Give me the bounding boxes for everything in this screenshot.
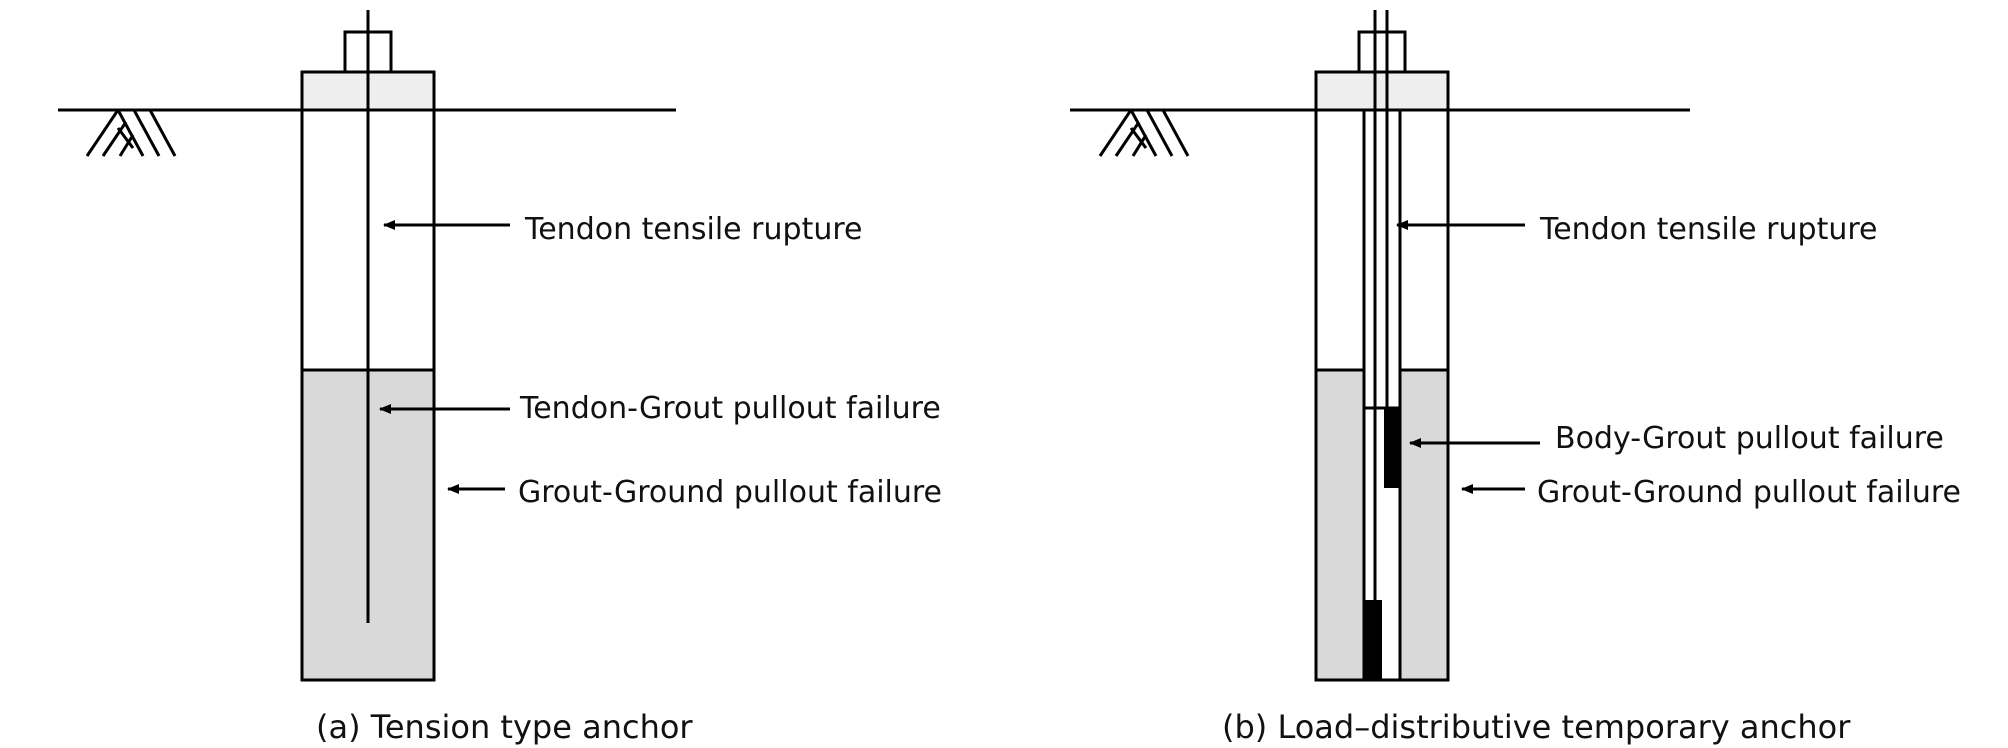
label-tendon-tensile-rupture: Tendon tensile rupture bbox=[524, 212, 862, 247]
caption-b: (b) Load–distributive temporary anchor bbox=[1222, 708, 1851, 746]
anchor-body-upper bbox=[1384, 408, 1400, 488]
label-body-grout-pullout: Body-Grout pullout failure bbox=[1555, 421, 1944, 456]
sheath-tube bbox=[1362, 108, 1402, 682]
ground-hatch-icon bbox=[85, 109, 177, 157]
ground-hatch-icon bbox=[1098, 109, 1190, 157]
label-grout-ground-pullout: Grout-Ground pullout failure bbox=[518, 475, 942, 510]
panel-a: Tendon tensile rupture Tendon-Grout pull… bbox=[58, 10, 942, 746]
anchor-head-plate bbox=[1314, 70, 1450, 112]
caption-a: (a) Tension type anchor bbox=[316, 708, 693, 746]
label-tendon-grout-pullout: Tendon-Grout pullout failure bbox=[519, 391, 941, 426]
anchor-body-lower bbox=[1364, 600, 1382, 680]
anchor-nut bbox=[1357, 30, 1407, 74]
panel-b: Tendon tensile rupture Body-Grout pullou… bbox=[1070, 10, 1961, 746]
label-grout-ground-pullout: Grout-Ground pullout failure bbox=[1537, 475, 1961, 510]
label-tendon-tensile-rupture: Tendon tensile rupture bbox=[1539, 212, 1877, 247]
